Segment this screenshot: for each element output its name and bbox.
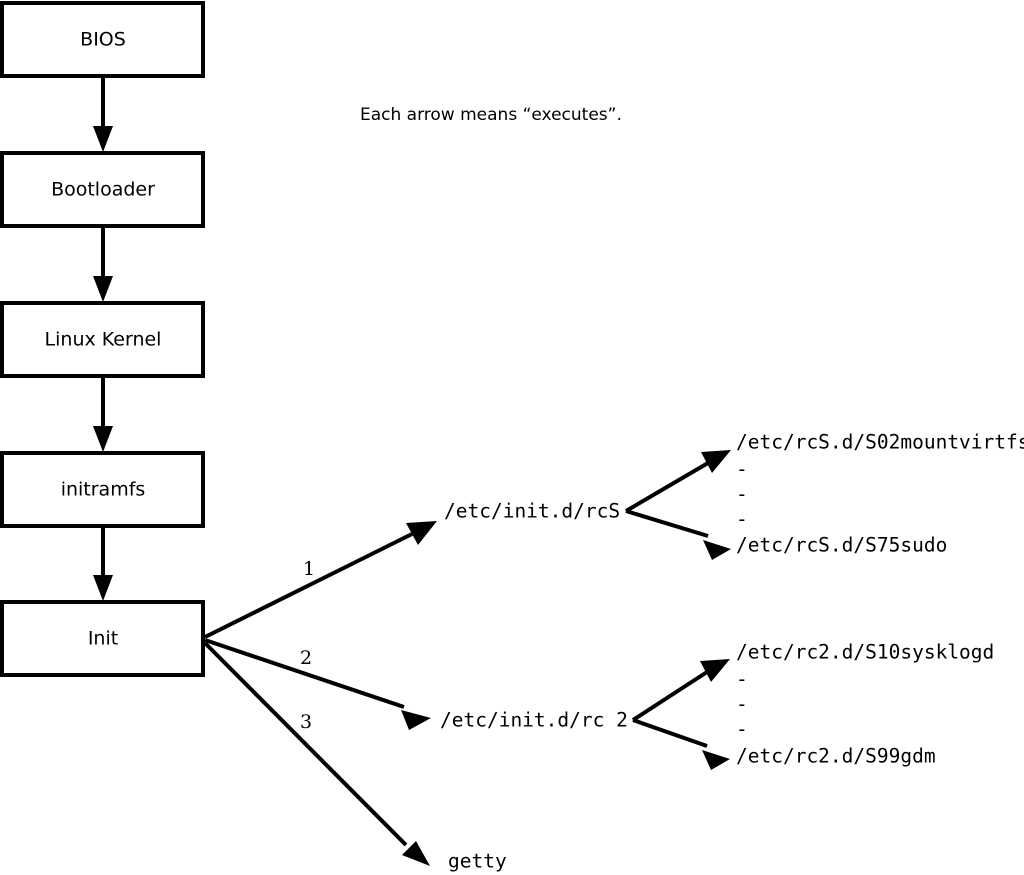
node-init: Init [0,600,205,677]
edge-rc2-last-arrowhead [702,750,730,770]
edge-rc2-to-first-script [631,659,730,722]
rcs-ellipsis-dot-3: - [736,508,748,531]
edge-init-rc2-line [204,638,405,709]
bootloader-label: Bootloader [51,179,155,201]
rcs-script-last: /etc/rcS.d/S75sudo [736,534,947,557]
edge-bios-to-bootloader [93,76,113,152]
edge-initramfs-init-arrowhead [93,575,113,601]
branch-number-1: 1 [303,558,315,580]
init-box [0,600,205,677]
edge-bootloader-to-kernel [93,226,113,302]
stage-label-rc2: /etc/init.d/rc 2 [440,709,628,732]
edge-rc2-first-line [631,670,709,722]
bios-box [0,1,205,78]
bios-label: BIOS [80,29,126,51]
edge-rcs-to-last-script [625,509,731,560]
edge-initramfs-to-init [93,526,113,601]
linux-kernel-box [0,301,205,378]
edge-init-rcs-line [204,532,413,639]
edge-rcs-last-line [625,509,709,538]
rc2-ellipsis-dot-2: - [736,693,748,716]
rc2-script-first: /etc/rc2.d/S10sysklogd [736,641,994,664]
edge-kernel-to-initramfs [93,376,113,452]
rcs-script-first: /etc/rcS.d/S02mountvirtfs [736,431,1024,454]
node-bios: BIOS [0,1,205,78]
branch-number-3: 3 [300,711,312,733]
rc2-script-last: /etc/rc2.d/S99gdm [736,745,936,768]
edge-bootloader-kernel-arrowhead [93,276,113,302]
diagram-caption: Each arrow means “executes”. [360,105,622,125]
rc2-ellipsis-dot-3: - [736,718,748,741]
rcs-ellipsis-dot-1: - [736,458,748,481]
edge-init-to-rc2: 2 [204,638,431,730]
edge-init-to-getty: 3 [203,641,430,866]
edge-rc2-to-last-script [632,718,730,770]
rcs-ellipsis-dot-2: - [736,483,748,506]
edge-rcs-first-arrowhead [701,450,731,473]
edge-rcs-first-line [624,461,710,513]
rc2-ellipsis-dot-1: - [736,668,748,691]
edge-init-getty-line [203,641,408,847]
edge-init-to-rcs: 1 [204,521,437,639]
edge-rcs-to-first-script [624,450,731,513]
stage-label-rcs: /etc/init.d/rcS [444,500,620,523]
initramfs-label: initramfs [61,479,146,501]
edge-kernel-initramfs-arrowhead [93,426,113,452]
linux-kernel-label: Linux Kernel [45,329,162,351]
init-label: Init [88,628,118,650]
edge-rc2-first-arrowhead [700,659,730,682]
edge-init-rcs-arrowhead [406,521,437,545]
stage-label-getty: getty [448,850,507,873]
edge-rc2-last-line [632,718,708,748]
node-bootloader: Bootloader [0,151,205,228]
edge-init-getty-arrowhead [402,841,430,866]
edge-init-rc2-arrowhead [401,710,431,730]
node-initramfs: initramfs [0,451,205,528]
edge-rcs-last-arrowhead [703,540,731,560]
bootloader-box [0,151,205,228]
edge-bios-bootloader-arrowhead [93,126,113,152]
branch-number-2: 2 [300,647,312,669]
node-linux-kernel: Linux Kernel [0,301,205,378]
